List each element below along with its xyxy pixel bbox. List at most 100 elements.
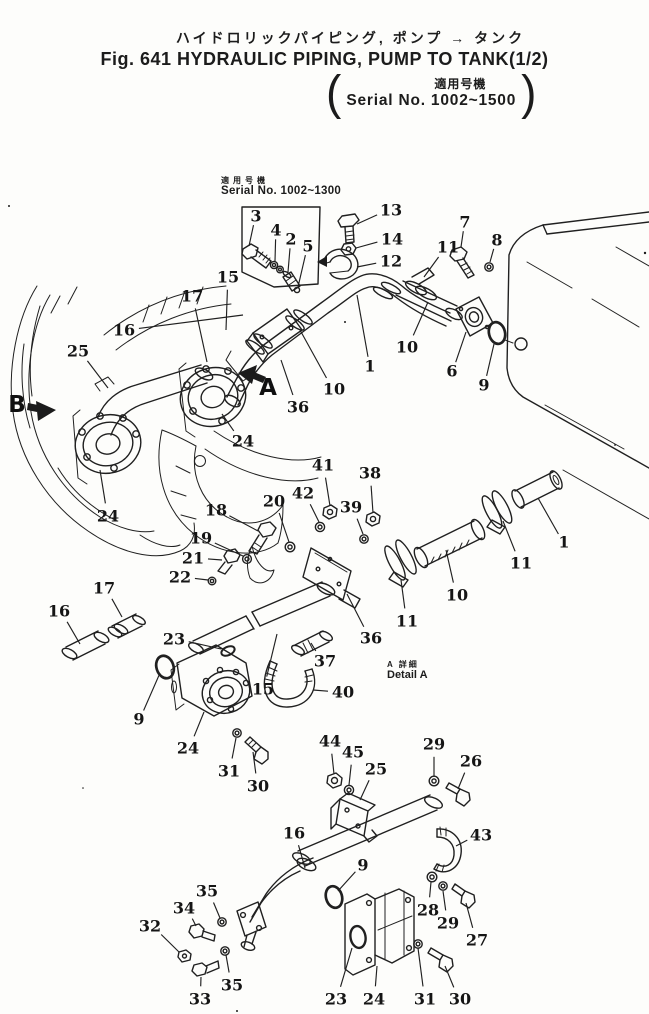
leader-line-40 [312, 689, 329, 692]
callout-14: 14 [381, 230, 403, 249]
callout-16: 16 [113, 321, 135, 340]
pump-lower-left [72, 364, 214, 485]
callout-2: 2 [285, 230, 296, 249]
leader-line-6 [455, 331, 467, 363]
callout-17: 17 [181, 287, 203, 306]
leader-line-36 [280, 359, 294, 396]
callout-13: 13 [380, 201, 402, 220]
leader-line-25 [86, 360, 109, 389]
suction-tube-group [61, 613, 269, 765]
callout-11: 11 [437, 238, 459, 257]
callout-36: 36 [360, 629, 382, 648]
leader-line-28 [429, 881, 432, 898]
leader-line-8 [489, 248, 495, 263]
leader-line-19 [214, 542, 244, 557]
callout-45: 45 [342, 743, 364, 762]
serial-range-jp: 適用号機 [434, 76, 487, 91]
callout-3: 3 [250, 207, 261, 226]
leader-line-39 [356, 518, 364, 535]
leader-line-2 [287, 248, 291, 273]
open-paren-glyph: ( [326, 64, 342, 120]
callout-34: 34 [173, 899, 195, 918]
leader-line-25 [359, 780, 370, 801]
callout-16: 16 [48, 602, 70, 621]
detail-a-jp: A 詳細 [387, 660, 419, 669]
callout-24: 24 [97, 507, 119, 526]
callout-6: 6 [446, 362, 457, 381]
leader-line-16 [138, 314, 244, 329]
figure-title-jp: ハイドロリックパイピング, ポンプ → タンク [175, 30, 526, 46]
leader-line-11 [502, 520, 516, 552]
leader-line-30 [252, 751, 257, 774]
leader-line-45 [348, 764, 352, 786]
leader-line-15 [266, 633, 278, 677]
callout-4: 4 [270, 221, 281, 240]
callout-19: 19 [190, 529, 212, 548]
leader-line-17 [194, 308, 208, 363]
serial-range: ( 適用号機 Serial No. 1002~1500 ) [326, 64, 536, 120]
callout-23: 23 [325, 990, 347, 1009]
leader-line-7 [460, 231, 464, 248]
callout-31: 31 [414, 990, 436, 1009]
view-b-arrow-icon [36, 401, 56, 421]
callout-10: 10 [323, 380, 345, 399]
callout-1: 1 [558, 533, 569, 552]
mid-pipe-assembly [187, 547, 361, 708]
leader-line-31 [231, 737, 237, 759]
leader-line-32 [160, 934, 180, 953]
callout-11: 11 [396, 612, 418, 631]
leader-line-43 [455, 839, 468, 847]
callout-8: 8 [491, 231, 502, 250]
leader-line-30 [444, 965, 455, 988]
callout-18: 18 [205, 501, 227, 520]
leader-line-41 [324, 477, 331, 507]
callout-30: 30 [449, 990, 471, 1009]
callout-25: 25 [67, 342, 89, 361]
leader-line-24 [193, 711, 205, 737]
callout-10: 10 [446, 586, 468, 605]
tank-inlet-joint [395, 246, 507, 346]
callout-42: 42 [292, 484, 314, 503]
detail-a-parts [384, 470, 563, 588]
leader-line-10 [299, 329, 328, 379]
callout-33: 33 [189, 990, 211, 1009]
callout-21: 21 [182, 549, 204, 568]
leader-line-20 [278, 512, 290, 543]
leader-line-11 [423, 256, 440, 278]
leader-line-35 [212, 902, 221, 919]
callout-12: 12 [380, 252, 402, 271]
inset-serial-en: Serial No. 1002~1300 [221, 185, 342, 198]
leader-line-12 [356, 262, 377, 268]
leader-line-10 [412, 301, 429, 336]
callout-27: 27 [466, 931, 488, 950]
leader-line-1 [537, 497, 559, 535]
lower-piping-group [177, 772, 476, 977]
leader-line-24 [221, 413, 235, 432]
leader-line-26 [457, 772, 466, 790]
callout-20: 20 [263, 492, 285, 511]
callout-17: 17 [93, 579, 115, 598]
leader-line-13 [356, 214, 378, 225]
leader-line-11 [400, 579, 406, 609]
leader-line-9 [337, 871, 356, 892]
leader-line-21 [207, 558, 223, 561]
leader-line-4 [274, 239, 277, 262]
callout-37: 37 [314, 652, 336, 671]
callout-22: 22 [169, 568, 191, 587]
pipe-clamp-group [317, 213, 360, 280]
leader-line-22 [194, 577, 209, 581]
leader-line-17 [111, 598, 123, 618]
leader-line-5 [297, 254, 306, 288]
callout-35: 35 [221, 976, 243, 995]
callout-10: 10 [396, 338, 418, 357]
callout-31: 31 [218, 762, 240, 781]
leader-line-42 [309, 503, 320, 523]
hydraulic-tank [504, 211, 649, 520]
callout-43: 43 [470, 826, 492, 845]
print-specks [8, 205, 647, 1012]
callout-11: 11 [510, 554, 532, 573]
callout-40: 40 [332, 683, 354, 702]
